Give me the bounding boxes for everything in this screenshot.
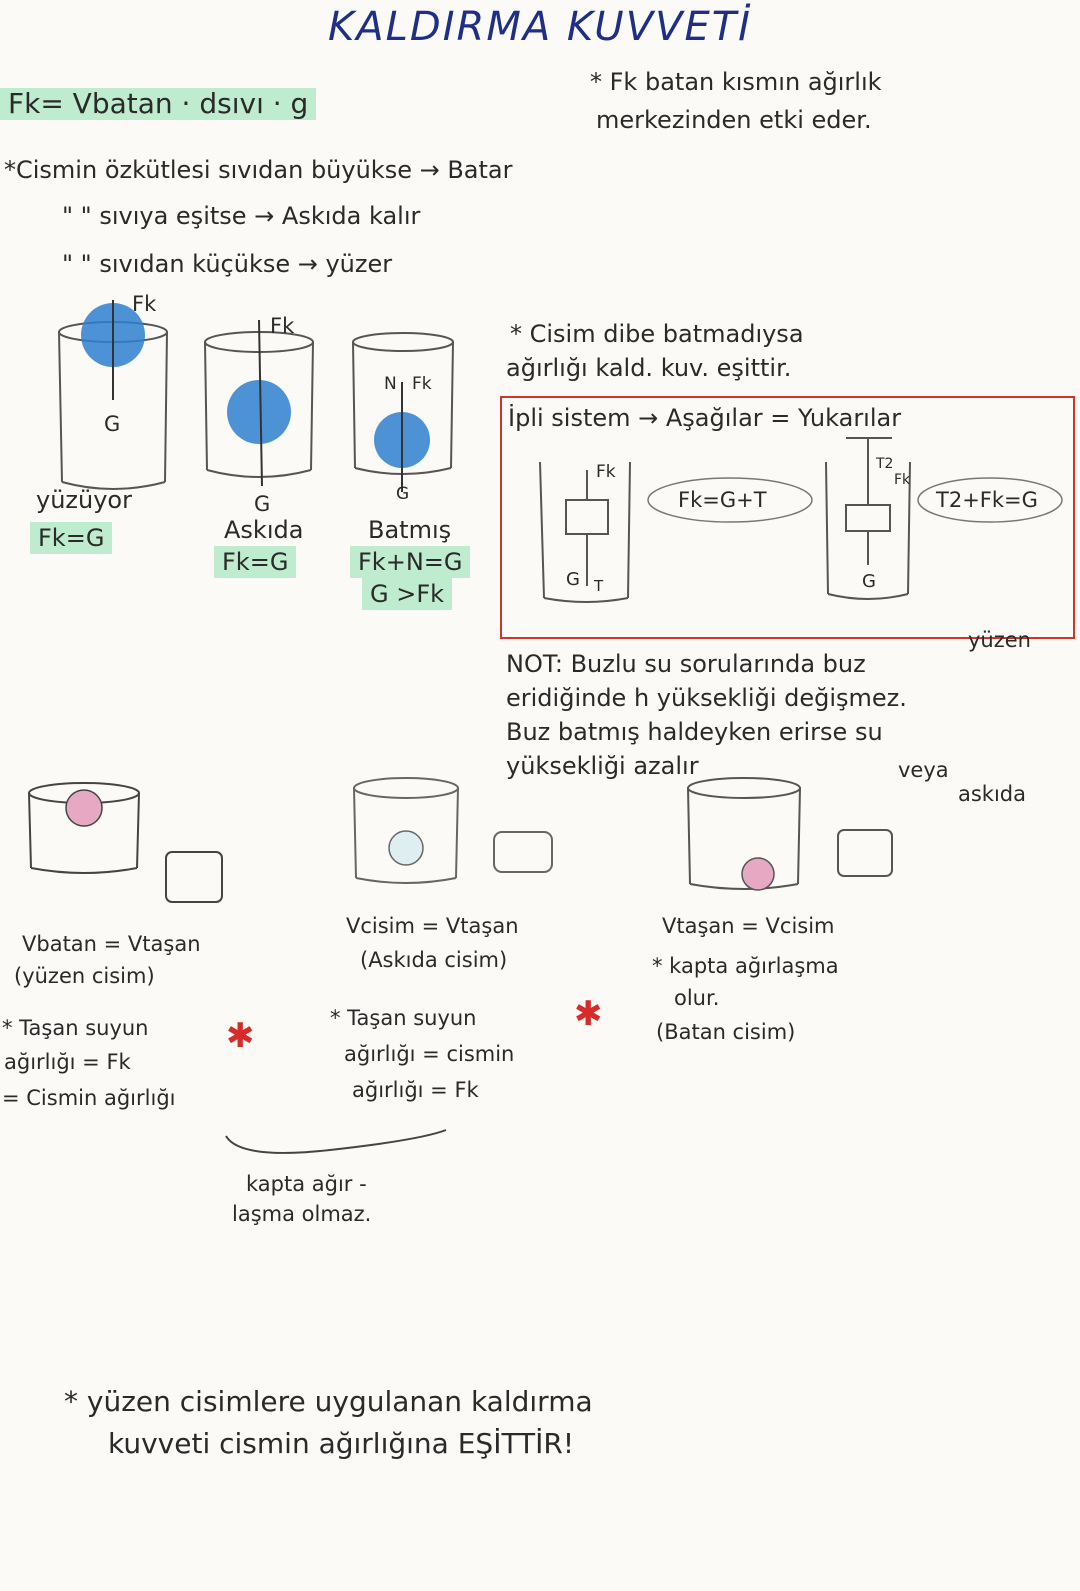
overflow-col2-line5: ağırlığı = Fk — [352, 1078, 479, 1102]
rope-eq2: T2+Fk=G — [936, 488, 1038, 512]
ball-overflow-3 — [741, 857, 775, 891]
overflow-col1-line2: (yüzen cisim) — [14, 964, 155, 988]
brace-note-line1: kapta ağır - — [246, 1172, 367, 1196]
sink-note-line2: ağırlığı kald. kuv. eşittir. — [506, 354, 792, 382]
overflow-col2-line2: (Askıda cisim) — [360, 948, 508, 972]
star-icon-2: ✱ — [574, 994, 603, 1034]
sunk-weight-label: G — [396, 484, 410, 504]
overflow-vessel-3 — [687, 777, 893, 890]
sunk-inequality: G >Fk — [362, 578, 453, 610]
sunk-force-label: Fk — [412, 374, 432, 394]
overflow-col3-line1: Vtaşan = Vcisim — [662, 914, 835, 938]
ball-overflow-1 — [65, 789, 103, 827]
overflow-col3-line4: (Batan cisim) — [656, 1020, 796, 1044]
rope-t2-label: T2 — [876, 456, 894, 472]
ice-note-line4: yüksekliği azalır — [506, 752, 699, 780]
floating-equation: Fk=G — [30, 522, 113, 554]
overflow-vessel-1 — [28, 782, 223, 903]
rope-eq1: Fk=G+T — [678, 488, 767, 512]
sunk-equation: Fk+N=G — [350, 546, 471, 578]
ice-note-extra2: veya — [898, 758, 949, 782]
note-center-line1: * Fk batan kısmın ağırlık — [590, 68, 882, 96]
ice-note-extra3: askıda — [958, 782, 1027, 806]
overflow-col2-line4: ağırlığı = cismin — [344, 1042, 515, 1066]
rope-system-box — [500, 396, 1075, 639]
page-title: KALDIRMA KUVVETİ — [328, 4, 752, 50]
rope-g-label-2: G — [862, 571, 876, 592]
overflow-col1-line5: = Cismin ağırlığı — [2, 1086, 176, 1110]
final-note-line2: kuvveti cismin ağırlığına EŞİTTİR! — [108, 1427, 575, 1460]
overflow-col2-line1: Vcisim = Vtaşan — [346, 914, 519, 938]
overflow-col1-line1: Vbatan = Vtaşan — [22, 932, 201, 956]
ice-note-line1: NOT: Buzlu su sorularında buz — [506, 650, 866, 678]
ice-note-extra1: yüzen — [968, 628, 1031, 652]
suspended-weight-label: G — [254, 492, 271, 516]
overflow-col1-line3: * Taşan suyun — [2, 1016, 149, 1040]
suspended-caption: Askıda — [224, 516, 304, 544]
arrow-suspended — [258, 319, 263, 487]
rope-system-title: İpli sistem → Aşağılar = Yukarılar — [508, 404, 902, 432]
ball-suspended — [227, 380, 291, 444]
suspended-force-label: Fk — [270, 314, 295, 338]
overflow-col3-line3: olur. — [674, 986, 720, 1010]
star-icon: ✱ — [226, 1016, 255, 1056]
rope-g-label-1: G — [566, 569, 580, 590]
bubble-eq1 — [647, 477, 813, 523]
brace — [225, 1129, 447, 1154]
sunk-normal-label: N — [384, 374, 397, 394]
overflow-col2-line3: * Taşan suyun — [330, 1006, 477, 1030]
ice-note-line2: eridiğinde h yüksekliği değişmez. — [506, 684, 907, 712]
overflow-col1-line4: ağırlığı = Fk — [4, 1050, 131, 1074]
bubble-eq2 — [917, 477, 1063, 523]
rope-fk-label-1: Fk — [596, 462, 616, 482]
density-rule-2: " " sıvıya eşitse → Askıda kalır — [62, 202, 421, 230]
overflow-col3-line2: * kapta ağırlaşma — [652, 954, 839, 978]
suspended-equation: Fk=G — [214, 546, 297, 578]
floating-force-label: Fk — [132, 292, 157, 316]
sunk-caption: Batmış — [368, 516, 452, 544]
brace-note-line2: laşma olmaz. — [232, 1202, 372, 1226]
overflow-vessel-2 — [353, 777, 553, 884]
ball-overflow-2 — [388, 830, 424, 866]
rope-fk-label-2: Fk — [894, 472, 911, 488]
final-note-line1: * yüzen cisimlere uygulanan kaldırma — [64, 1385, 593, 1418]
density-rule-1: *Cismin özkütlesi sıvıdan büyükse → Bata… — [4, 156, 513, 184]
sink-note-line1: * Cisim dibe batmadıysa — [510, 320, 804, 348]
note-center-line2: merkezinden etki eder. — [596, 106, 872, 134]
rope-vessel-1 — [539, 461, 631, 603]
density-rule-3: " " sıvıdan küçükse → yüzer — [62, 250, 393, 278]
floating-caption: yüzüyor — [36, 486, 132, 514]
rope-vessel-2 — [825, 437, 911, 600]
formula: Fk= Vbatan · dsıvı · g — [0, 88, 317, 120]
ice-note-line3: Buz batmış haldeyken erirse su — [506, 718, 883, 746]
floating-weight-label: G — [104, 412, 121, 436]
rope-t-label-1: T — [594, 577, 604, 595]
